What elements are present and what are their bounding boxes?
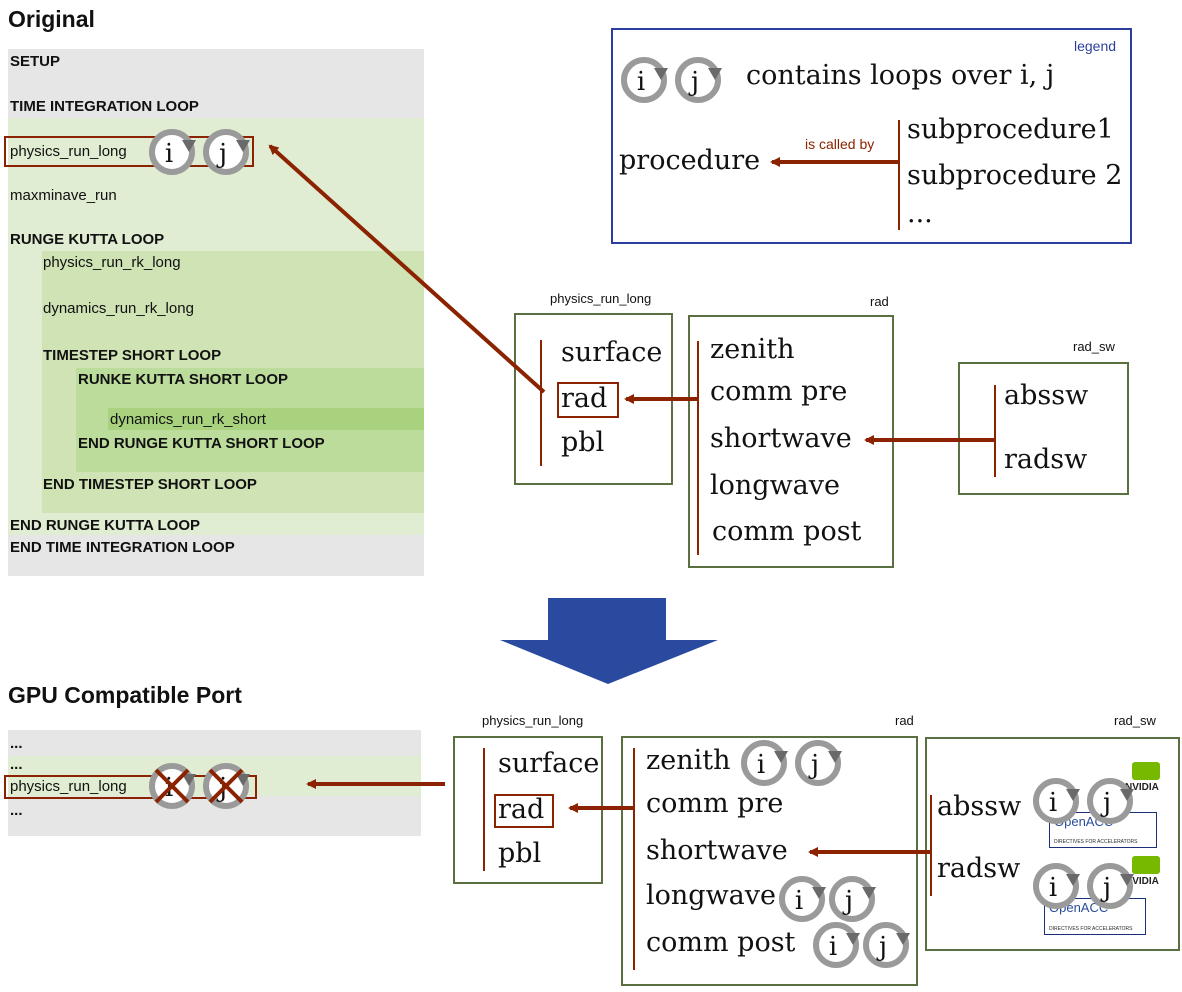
bottom-rad-bar (633, 748, 635, 970)
openacc-logo-text-1: OpenACC (1054, 814, 1114, 829)
legend-ellipsis: ... (907, 198, 933, 229)
bottom-physics-title: physics_run_long (482, 713, 584, 728)
end-rk-loop-label: END RUNGE KUTTA LOOP (10, 517, 200, 534)
top-rad-title: rad (870, 294, 889, 309)
top-radsw-box (958, 362, 1129, 495)
nvidia-logo-1: NVIDIA (1124, 762, 1168, 796)
top-physics-title: physics_run_long (550, 291, 652, 306)
gpu-dots-1: ... (10, 735, 23, 752)
legend-loops-text: contains loops over i, j (746, 60, 1055, 91)
heading-original: Original (8, 6, 95, 32)
bottom-rad-title: rad (895, 713, 914, 728)
openacc-logo-subtext-2: DIRECTIVES FOR ACCELERATORS (1049, 926, 1133, 932)
legend-procedure: procedure (619, 145, 761, 176)
runke-short-loop-label: RUNKE KUTTA SHORT LOOP (78, 371, 288, 388)
top-rad-bar (697, 341, 699, 555)
bottom-radsw-item-abssw: abssw (937, 791, 1022, 822)
top-rad-item-shortwave: shortwave (710, 423, 852, 454)
rk-loop-label: RUNGE KUTTA LOOP (10, 231, 165, 248)
bottom-rad-item-longwave: longwave (646, 880, 777, 911)
bottom-radsw-item-radsw: radsw (937, 853, 1021, 884)
physics-run-long-highlight (4, 136, 254, 167)
top-rad-item-zenith: zenith (710, 334, 795, 365)
nvidia-logo-text-1: NVIDIA (1125, 782, 1159, 793)
setup-label: SETUP (10, 53, 61, 70)
top-rad-item-longwave: longwave (710, 470, 841, 501)
timestep-short-loop-label: TIMESTEP SHORT LOOP (43, 347, 222, 364)
openacc-logo-1: OpenACC DIRECTIVES FOR ACCELERATORS (1049, 812, 1157, 848)
legend-subprocedure1: subprocedure1 (907, 114, 1114, 145)
openacc-logo-2: OpenACC DIRECTIVES FOR ACCELERATORS (1044, 898, 1146, 935)
nvidia-logo-text-2: NVIDIA (1125, 876, 1159, 887)
time-loop-label: TIME INTEGRATION LOOP (10, 98, 199, 115)
maxminave-run-call: maxminave_run (10, 187, 117, 204)
gpu-dots-2: ... (10, 756, 23, 773)
bottom-physics-item-rad: rad (498, 794, 545, 825)
top-rad-box (688, 315, 894, 568)
nvidia-eye-icon (1132, 762, 1160, 780)
end-rk-short-loop-label: END RUNGE KUTTA SHORT LOOP (78, 435, 325, 452)
top-radsw-title: rad_sw (1073, 339, 1115, 354)
top-radsw-item-radsw: radsw (1004, 444, 1088, 475)
top-rad-item-comm-pre: comm pre (710, 376, 848, 407)
bottom-radsw-bar (930, 795, 932, 896)
top-radsw-bar (994, 385, 996, 477)
bottom-physics-bar (483, 748, 485, 871)
dynamics-run-rk-long-call: dynamics_run_rk_long (43, 300, 194, 317)
legend-call-bar (898, 120, 900, 230)
physics-run-long-call: physics_run_long (10, 143, 127, 160)
bottom-rad-item-zenith: zenith (646, 745, 731, 776)
bottom-physics-item-surface: surface (498, 748, 600, 779)
gpu-physics-run-long-highlight (4, 775, 257, 799)
rk-short-call-region (108, 408, 424, 430)
top-rad-highlight (557, 382, 619, 418)
gpu-dots-3: ... (10, 802, 23, 819)
nvidia-eye-icon (1132, 856, 1160, 874)
openacc-logo-subtext-1: DIRECTIVES FOR ACCELERATORS (1054, 839, 1138, 845)
bottom-physics-box (453, 736, 603, 884)
big-down-arrow (500, 598, 718, 684)
top-physics-item-rad: rad (561, 383, 608, 414)
top-rad-item-comm-post: comm post (712, 516, 862, 547)
bottom-rad-highlight (494, 794, 554, 828)
bottom-physics-item-pbl: pbl (498, 838, 542, 869)
physics-run-rk-long-call: physics_run_rk_long (43, 254, 181, 271)
heading-gpu-port: GPU Compatible Port (8, 682, 242, 708)
nvidia-logo-2: NVIDIA (1124, 856, 1168, 890)
legend-subprocedure2: subprocedure 2 (907, 160, 1123, 191)
legend-title: legend (1074, 38, 1117, 54)
top-radsw-item-abssw: abssw (1004, 380, 1089, 411)
top-physics-item-surface: surface (561, 337, 663, 368)
bottom-rad-item-comm-pre: comm pre (646, 788, 784, 819)
openacc-logo-text-2: OpenACC (1049, 900, 1109, 915)
end-timestep-loop-label: END TIMESTEP SHORT LOOP (43, 476, 257, 493)
legend-is-called-by: is called by (805, 136, 875, 152)
dynamics-run-rk-short-call: dynamics_run_rk_short (110, 411, 266, 428)
bottom-radsw-title: rad_sw (1114, 713, 1156, 728)
top-physics-bar (540, 340, 542, 466)
top-physics-item-pbl: pbl (561, 427, 605, 458)
bottom-rad-item-comm-post: comm post (646, 927, 796, 958)
bottom-rad-item-shortwave: shortwave (646, 835, 788, 866)
gpu-physics-run-long-call: physics_run_long (10, 778, 127, 795)
end-time-loop-label: END TIME INTEGRATION LOOP (10, 539, 235, 556)
